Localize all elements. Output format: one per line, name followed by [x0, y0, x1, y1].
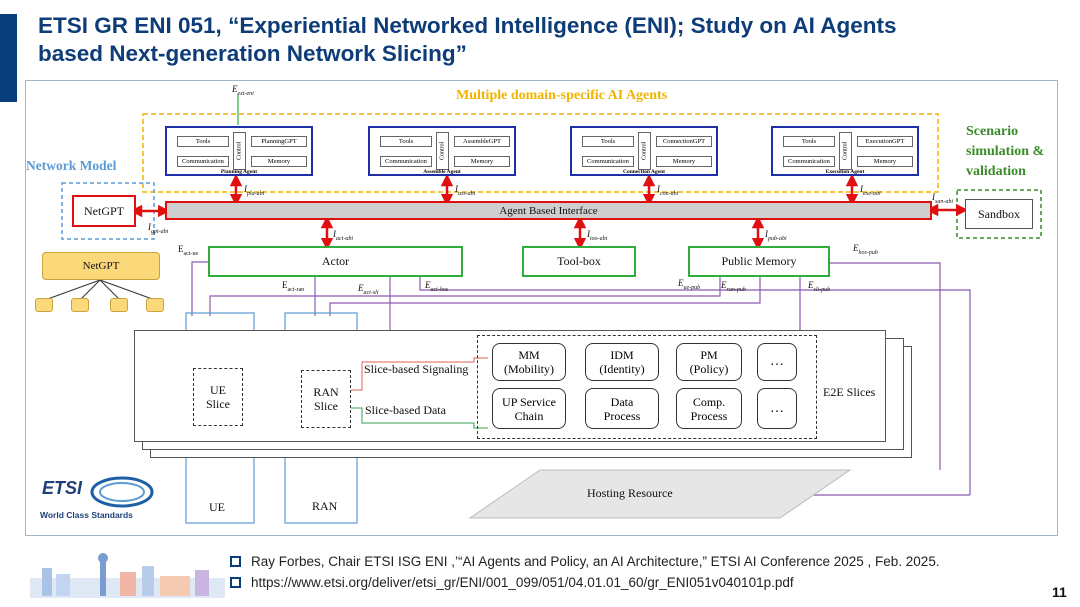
agent-gpt: ConnectionGPT: [656, 136, 712, 147]
title-accent-bar: [0, 14, 17, 102]
public-memory-box: Public Memory: [688, 246, 830, 277]
reference-1: Ray Forbes, Chair ETSI ISG ENI ,’“AI Age…: [230, 554, 940, 569]
agent-communication: Communication: [380, 156, 432, 167]
skyline-decoration-icon: [30, 553, 225, 598]
scenario-label: Scenario simulation & validation: [966, 124, 1045, 179]
pm-function: PM(Policy): [676, 343, 742, 381]
e-ue-pub-label: Eue-pub: [678, 278, 701, 291]
agent-name: Connection Agent: [622, 169, 665, 175]
agents-group-label: Multiple domain-specific AI Agents: [456, 88, 668, 103]
execution-agent: Tools Communication Control ExecutionGPT…: [771, 126, 919, 176]
e-sli-pub-label: Esli-pub: [808, 280, 831, 293]
connection-agent: Tools Communication Control ConnectionGP…: [570, 126, 718, 176]
bullet-square-icon: [230, 556, 241, 567]
agent-based-interface: Agent Based Interface: [165, 201, 932, 220]
i-pla-abi-label: Ipla-abi: [244, 184, 265, 197]
e-hos-pub-label: Ehos-pub: [853, 243, 878, 256]
agent-gpt: PlanningGPT: [251, 136, 307, 147]
comp-process-function: Comp.Process: [676, 388, 742, 429]
etsi-logo: ETSI World Class Standards: [40, 474, 160, 524]
netgpt-leaf-1: [35, 298, 53, 312]
reference-2[interactable]: https://www.etsi.org/deliver/etsi_gr/ENI…: [230, 575, 794, 590]
agent-name: Planning Agent: [220, 169, 258, 175]
i-ass-abi-label: Iass-abi: [455, 184, 476, 197]
slide-title: ETSI GR ENI 051, “Experiential Networked…: [38, 12, 1058, 68]
agent-communication: Communication: [177, 156, 229, 167]
network-model-label: Network Model: [26, 158, 117, 173]
hosting-resource-label: Hosting Resource: [587, 486, 673, 500]
e-act-ue-label: Eact-ue: [178, 244, 199, 257]
page-number: 11: [1052, 584, 1067, 600]
netgpt-leaf-2: [71, 298, 89, 312]
agent-tools: Tools: [177, 136, 229, 147]
title-line-2: based Next-generation Network Slicing”: [38, 41, 467, 66]
agent-name: Assemble Agent: [423, 169, 461, 175]
agent-name: Execution Agent: [825, 169, 865, 175]
agent-memory: Memory: [454, 156, 510, 167]
agent-memory: Memory: [656, 156, 712, 167]
e-ran-pub-label: Eran-pub: [721, 280, 746, 293]
e2e-slices-label: E2E Slices: [823, 385, 876, 399]
agents-group-outline: [142, 113, 939, 193]
slice-signaling-label: Slice-based Signaling: [364, 362, 469, 376]
agent-memory: Memory: [857, 156, 913, 167]
agent-gpt: ExecutionGPT: [857, 136, 913, 147]
assemble-agent: Tools Communication Control AssembleGPT …: [368, 126, 516, 176]
agent-tools: Tools: [380, 136, 432, 147]
title-line-1: ETSI GR ENI 051, “Experiential Networked…: [38, 13, 897, 38]
etsi-swoosh-icon: [90, 476, 154, 508]
toolbox-box: Tool-box: [522, 246, 636, 277]
agent-communication: Communication: [582, 156, 634, 167]
actor-box: Actor: [208, 246, 463, 277]
e-act-ran-label: Eact-ran: [282, 280, 305, 293]
sandbox-box: Sandbox: [965, 199, 1033, 229]
i-con-abi-label: Icon-abi: [657, 184, 679, 197]
e-ext-eni-label: Eext-eni: [232, 84, 254, 97]
netgpt-leaf-3: [110, 298, 128, 312]
mm-function: MM(Mobility): [492, 343, 566, 381]
etsi-logo-text: ETSI: [42, 478, 83, 498]
i-san-abi-label: Isan-abi: [932, 192, 953, 205]
netgpt-leaf-4: [146, 298, 164, 312]
more-functions-top: …: [757, 343, 797, 381]
ran-label: RAN: [312, 499, 338, 513]
i-gpt-abi-label: Igpt-abi: [148, 222, 169, 235]
agent-tools: Tools: [582, 136, 634, 147]
agent-communication: Communication: [783, 156, 835, 167]
i-act-abi-label: Iact-abi: [333, 229, 353, 242]
etsi-tagline: World Class Standards: [40, 510, 133, 520]
i-exe-abi-label: Iexe-abi: [860, 184, 881, 197]
idm-function: IDM(Identity): [585, 343, 659, 381]
e-act-sli-label: Eact-sli: [358, 283, 379, 296]
planning-agent: Tools Communication Control PlanningGPT …: [165, 126, 313, 176]
e-act-hos-label: Eact-hos: [425, 280, 449, 293]
more-functions-bottom: …: [757, 388, 797, 429]
agent-memory: Memory: [251, 156, 307, 167]
slice-functions-group: [477, 335, 817, 439]
bullet-square-icon: [230, 577, 241, 588]
agent-tools: Tools: [783, 136, 835, 147]
netgpt-tree-root: NetGPT: [42, 252, 160, 280]
agent-gpt: AssembleGPT: [454, 136, 510, 147]
ue-label: UE: [209, 500, 225, 514]
netgpt-box: NetGPT: [72, 195, 136, 227]
slice-data-label: Slice-based Data: [365, 403, 446, 417]
i-too-abi-label: Itoo-abi: [587, 229, 608, 242]
i-pub-abi-label: Ipub-abi: [765, 229, 787, 242]
